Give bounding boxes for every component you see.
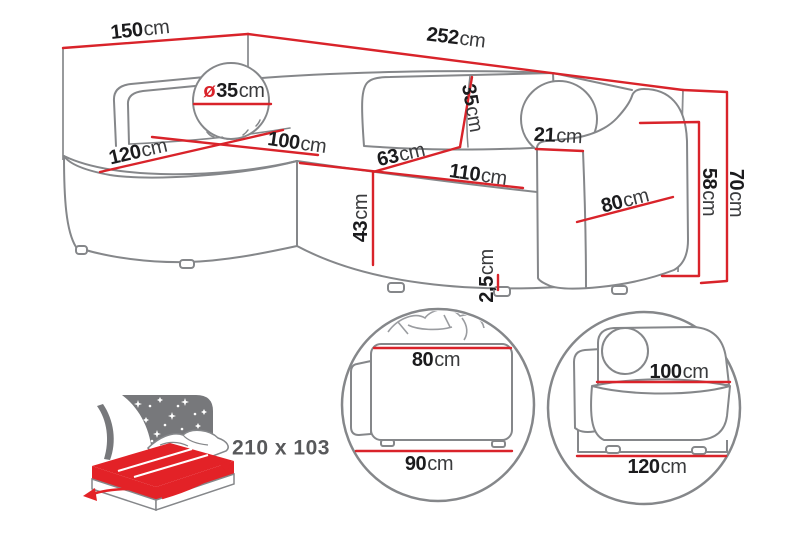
mattress-front-left	[92, 466, 156, 500]
dim-line-150	[61, 32, 250, 50]
armrest-front-seam	[582, 150, 587, 288]
chaise-foot-right	[179, 259, 195, 269]
sofa-back-top-edge	[248, 70, 633, 91]
detail-2-label-100: 100cm	[649, 361, 709, 383]
left-backrest-outer-edge	[112, 72, 248, 147]
dim-line-21	[534, 147, 585, 153]
dim-line-110	[298, 161, 525, 190]
dim-label-pillow-diameter: ø35cm	[203, 80, 265, 102]
detail-circle-back-module	[340, 307, 536, 503]
dim-label-21: 21cm	[533, 123, 583, 149]
detail-2-base	[577, 430, 728, 453]
detail-1-module	[350, 343, 513, 448]
pillow-crease-marks	[206, 119, 261, 140]
detail-2-foot-left	[605, 445, 621, 454]
bed-sleeping-function-icon	[83, 395, 235, 512]
left-backrest-inner-edge	[126, 80, 248, 145]
seat-foot-left	[387, 282, 405, 293]
detail-2-dimension-lines	[575, 380, 732, 458]
armrest-foot	[611, 285, 628, 295]
back-cushion-middle	[361, 72, 557, 151]
chaise-front-top-edge	[63, 155, 298, 176]
frame-front-right	[155, 472, 235, 512]
headboard-sliver	[97, 404, 114, 460]
detail-2-label-120: 120cm	[627, 456, 687, 478]
detail-2-round-pillow	[601, 327, 649, 375]
dim-label-43: 43cm	[350, 193, 372, 243]
dim-label-70: 70cm	[725, 168, 747, 218]
mattress-top	[92, 443, 234, 487]
sofa-outline-drawing	[63, 62, 689, 297]
detail-2-seat	[590, 378, 731, 441]
duvet-folds	[159, 434, 209, 447]
dim-line-252	[246, 32, 685, 92]
dim-label-2-5: 2,5cm	[476, 249, 498, 303]
detail-1-label-80: 80cm	[411, 349, 461, 371]
detail-2-foot-right	[691, 446, 707, 455]
dim-line-35	[458, 75, 474, 149]
detail-1-module-body	[370, 343, 513, 441]
dim-line-120	[98, 128, 285, 174]
dim-line-100	[150, 135, 320, 157]
mattress-seams	[117, 448, 209, 478]
detail-1-side-panel	[350, 359, 372, 437]
detail-1-foot-right	[491, 440, 506, 448]
dimension-lines	[61, 32, 729, 292]
round-pillow-left	[192, 62, 270, 140]
unfold-arrow-right-line	[161, 466, 228, 500]
mattress-front-right	[156, 461, 234, 500]
seat-module-front	[296, 160, 559, 290]
detail-2-module	[573, 326, 731, 455]
chaise-foot-left	[75, 245, 88, 255]
dim-line-70	[681, 88, 729, 285]
detail-2-seat-front-curve	[591, 385, 731, 395]
dim-label-58: 58cm	[698, 167, 720, 217]
detail-1-foot-left	[380, 439, 395, 447]
dim-line-80	[575, 195, 675, 224]
dim-line-63	[371, 145, 462, 174]
detail-1-dimension-lines	[354, 346, 514, 453]
dim-line-58	[638, 120, 701, 278]
detail-1-label-90: 90cm	[404, 453, 454, 475]
unfold-arrow-left-head	[83, 488, 97, 501]
detail-circle-chaise-module	[546, 310, 742, 506]
unfold-arrow-right-head	[220, 460, 231, 473]
chaise-body	[63, 155, 298, 264]
armrest-right	[535, 88, 689, 290]
sleeping-area-size-label: 210 x 103	[232, 436, 330, 460]
